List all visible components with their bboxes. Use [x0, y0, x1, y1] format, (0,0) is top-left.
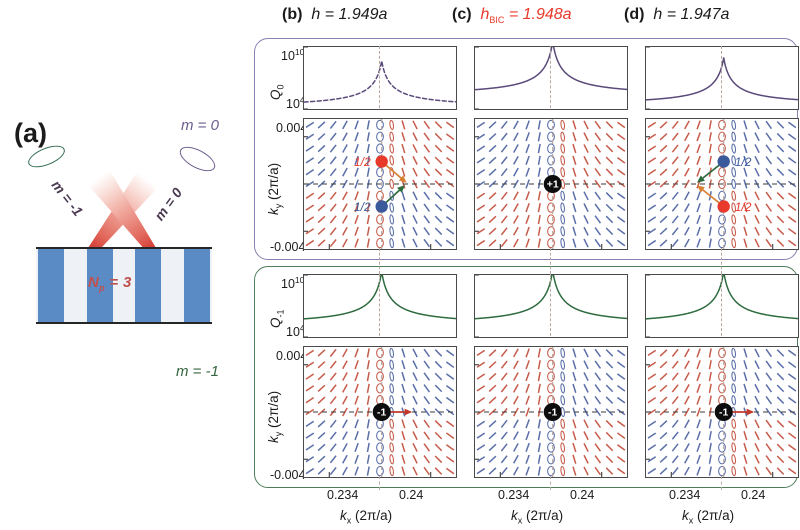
grating-stripe — [135, 249, 161, 322]
column-value-d: = 1.947a — [662, 6, 730, 23]
q0-plot-d — [645, 46, 799, 110]
column-value-b: = 1.949a — [320, 6, 388, 23]
axis-title-q1: Q-1 — [268, 309, 286, 328]
row-label-m-minus1: m = -1 — [176, 363, 219, 380]
guide-line-b-q1 — [379, 274, 380, 336]
grating-period-count-label: Np = 3 — [88, 274, 132, 293]
q1-plot-c — [474, 274, 628, 338]
svg-text:-1: -1 — [377, 407, 386, 419]
q1-plot-b — [303, 274, 457, 338]
polarization-map-m-minus1-d: -1 — [645, 346, 799, 478]
grating-stripe — [38, 249, 64, 322]
grating-structure: Np = 3 — [36, 247, 212, 324]
svg-text:-1: -1 — [719, 407, 728, 419]
polarization-map-m0-b: 1/2 1/2 — [303, 118, 457, 250]
grating-stripe — [184, 249, 210, 322]
polarization-singularity: 1/2 — [717, 200, 752, 214]
polarization-ellipse-icon-purple — [176, 141, 219, 177]
svg-text:1/2: 1/2 — [354, 200, 371, 214]
column-tag-b: (b) — [282, 6, 303, 23]
axis-title-kx-b: kx (2π/a) — [340, 508, 393, 526]
svg-text:-1: -1 — [548, 407, 557, 419]
tick-kx-d-2: 0.24 — [741, 488, 766, 502]
polarization-singularity: 1/2 — [354, 200, 388, 214]
grating-stripe — [87, 249, 113, 322]
tick-kx-b-1: 0.234 — [327, 488, 359, 502]
tick-kx-c-1: 0.234 — [498, 488, 530, 502]
q0-plot-c — [474, 46, 628, 110]
polarization-singularity: -1 — [372, 403, 391, 421]
panel-a-label: (a) — [14, 118, 47, 148]
grating-bottom-edge — [36, 322, 212, 324]
polarization-map-m0-d: 1/2 1/2 — [645, 118, 799, 250]
grating-top-edge — [36, 247, 212, 249]
column-tag-c: (c) — [452, 6, 472, 23]
guide-line-d-q0 — [721, 46, 722, 108]
polarization-map-m-minus1-b: -1 — [303, 346, 457, 478]
polarization-singularity: 1/2 — [717, 155, 752, 169]
svg-text:1/2: 1/2 — [735, 155, 752, 169]
polarization-singularity: -1 — [543, 403, 562, 421]
svg-text:1/2: 1/2 — [735, 200, 752, 214]
polarization-singularity: -1 — [714, 403, 733, 421]
column-var-b: h — [311, 6, 321, 23]
column-header-c: (c) hBIC = 1.948a — [452, 6, 572, 25]
column-sub-c: BIC — [489, 15, 505, 26]
polarization-map-m-minus1-c: -1 — [474, 346, 628, 478]
guide-line-b-bot — [379, 476, 380, 490]
polarization-singularity: 1/2 — [354, 155, 388, 169]
tick-q1-upper: 1010 — [281, 275, 305, 292]
column-value-c: = 1.948a — [504, 6, 572, 23]
guide-line-b-mid — [379, 248, 380, 274]
guide-line-d-q1 — [721, 274, 722, 336]
tick-ky-lower-pos: 0.004 — [276, 349, 308, 363]
q0-plot-b — [303, 46, 457, 110]
polarization-singularity: +1 — [543, 175, 562, 193]
q1-plot-d — [645, 274, 799, 338]
tick-ky-lower-neg: -0.004 — [270, 468, 306, 482]
guide-line-c-bot — [550, 476, 551, 490]
beam-label-m-zero: m = 0 — [150, 184, 186, 224]
column-var-c: h — [480, 6, 490, 23]
guide-line-b-q0 — [379, 46, 380, 108]
tick-q0-lower: 104 — [286, 95, 305, 112]
grating-substrate — [36, 249, 212, 322]
axis-title-ky-lower: ky (2π/a) — [266, 390, 284, 443]
tick-ky-upper-neg: -0.004 — [270, 240, 306, 254]
guide-line-d-bot — [721, 476, 722, 490]
axis-title-q0: Q0 — [268, 84, 286, 100]
guide-line-c-q0 — [550, 46, 551, 108]
axis-title-kx-d: kx (2π/a) — [682, 508, 735, 526]
tick-q0-upper: 1010 — [281, 47, 305, 64]
tick-kx-c-2: 0.24 — [570, 488, 595, 502]
guide-line-c-mid — [550, 248, 551, 274]
tick-kx-d-1: 0.234 — [669, 488, 701, 502]
panel-a-schematic: (a) m = -1 m = 0 Np = 3 — [0, 0, 250, 530]
tick-kx-b-2: 0.24 — [399, 488, 424, 502]
column-var-d: h — [653, 6, 663, 23]
svg-text:1/2: 1/2 — [354, 155, 371, 169]
column-header-b: (b) h = 1.949a — [282, 6, 387, 24]
column-header-d: (d) h = 1.947a — [624, 6, 729, 24]
axis-title-kx-c: kx (2π/a) — [511, 508, 564, 526]
column-tag-d: (d) — [624, 6, 645, 23]
guide-line-c-q1 — [550, 274, 551, 336]
svg-text:+1: +1 — [547, 179, 559, 191]
polarization-map-m0-c: +1 — [474, 118, 628, 250]
row-label-m0: m = 0 — [181, 117, 219, 134]
beam-label-m-minus1: m = -1 — [48, 176, 87, 220]
guide-line-d-mid — [721, 248, 722, 274]
tick-ky-upper-pos: 0.004 — [276, 121, 308, 135]
axis-title-ky-upper: ky (2π/a) — [266, 162, 284, 215]
tick-q1-lower: 104 — [286, 323, 305, 340]
